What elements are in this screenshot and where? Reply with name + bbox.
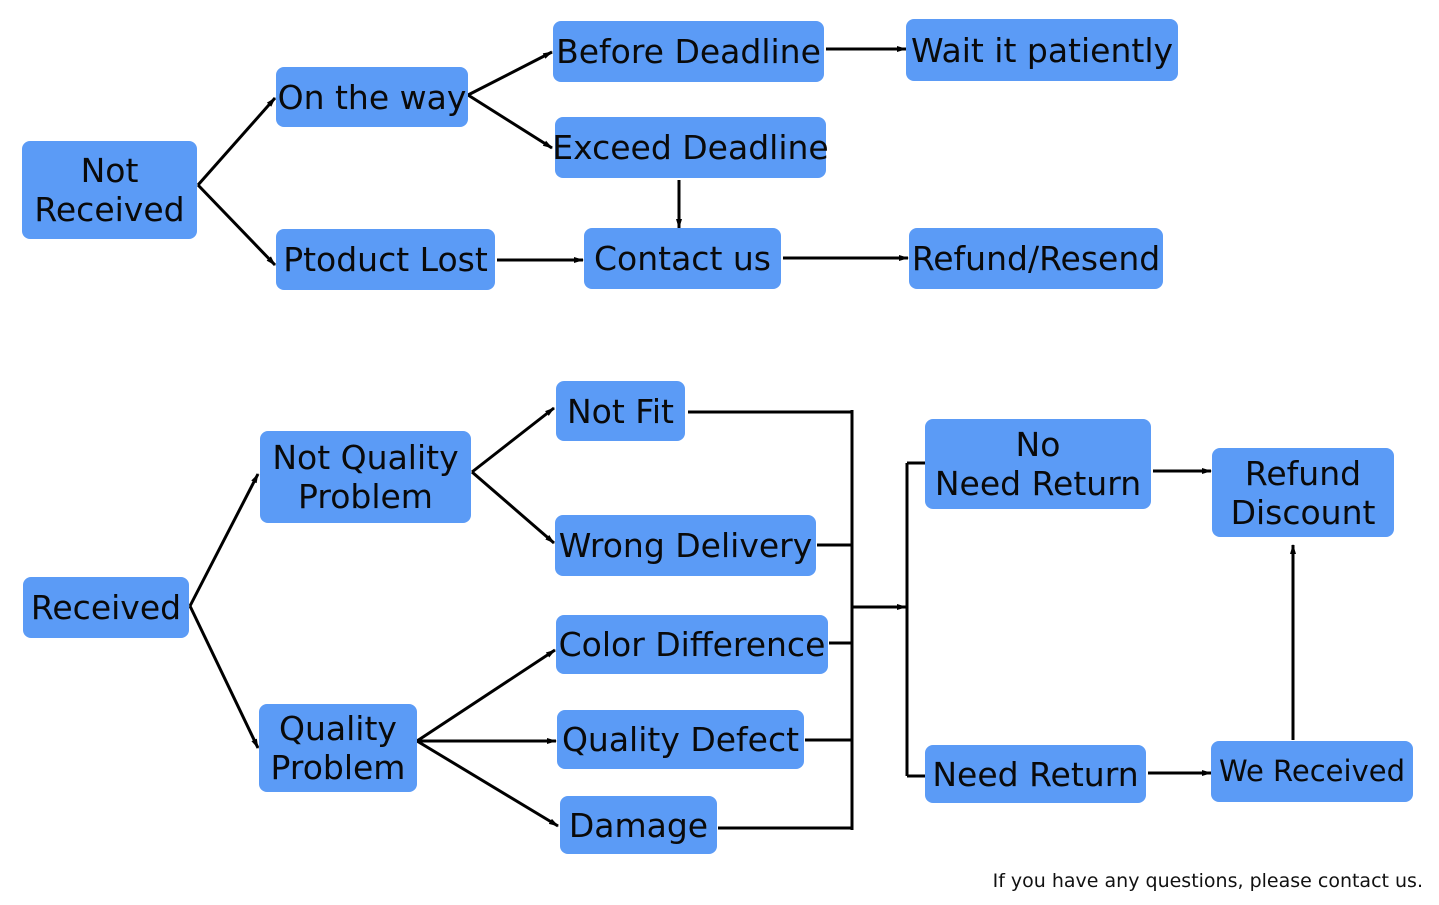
node-label-line: Problem	[270, 748, 406, 787]
node-label-line: Ptoduct Lost	[283, 240, 488, 279]
arrow-notquality-wrong	[471, 470, 555, 545]
node-label-line: Not	[80, 151, 139, 190]
node-not-received: Not Received	[22, 141, 197, 239]
node-not-fit: Not Fit	[556, 381, 685, 441]
arrow-received-notquality	[188, 473, 260, 607]
arrow-ontheway-exceed	[467, 93, 553, 150]
node-label-line: Before Deadline	[556, 32, 821, 71]
node-before-deadline: Before Deadline	[553, 21, 824, 82]
node-label-line: Not Quality	[272, 438, 459, 477]
node-need-return: Need Return	[925, 745, 1146, 803]
node-label-line: Refund/Resend	[911, 239, 1161, 278]
node-damage: Damage	[560, 796, 717, 854]
arrow-received-quality	[188, 605, 260, 749]
node-quality-problem: Quality Problem	[259, 704, 417, 792]
arrow-notreceived-ontheway	[196, 97, 277, 186]
node-label-line: Contact us	[594, 239, 771, 278]
node-we-received: We Received	[1211, 741, 1413, 802]
node-label-line: Refund	[1244, 453, 1362, 493]
arrow-quality-color	[416, 648, 556, 743]
footer-contact-note: If you have any questions, please contac…	[992, 870, 1423, 892]
node-label-line: Quality	[279, 709, 397, 748]
node-label-line: Received	[30, 588, 182, 627]
node-product-lost: Ptoduct Lost	[276, 229, 495, 290]
node-wait-patiently: Wait it patiently	[906, 19, 1178, 81]
node-exceed-deadline: Exceed Deadline	[552, 117, 829, 178]
node-wrong-delivery: Wrong Delivery	[555, 515, 816, 576]
node-label-line: Quality Defect	[561, 720, 800, 759]
node-label-line: We Received	[1219, 754, 1405, 788]
node-label-line: Exceed Deadline	[552, 128, 829, 167]
arrow-notquality-notfit	[471, 406, 555, 474]
node-label-line: Need Return	[932, 754, 1139, 794]
node-label-line: Wait it patiently	[910, 30, 1174, 70]
node-refund-discount: Refund Discount	[1212, 448, 1394, 537]
node-label-line: Not Fit	[567, 391, 674, 431]
node-color-difference: Color Difference	[556, 615, 828, 674]
arrow-notreceived-productlost	[196, 183, 277, 267]
node-label-line: Wrong Delivery	[558, 526, 813, 565]
arrow-quality-damage	[416, 739, 559, 828]
node-received: Received	[23, 577, 189, 638]
node-contact-us: Contact us	[584, 228, 781, 289]
node-label-line: No	[1015, 425, 1061, 464]
node-label-line: Discount	[1230, 492, 1376, 532]
node-label-line: Need Return	[934, 464, 1142, 503]
node-label-line: On the way	[277, 77, 467, 117]
node-label-line: Damage	[568, 805, 709, 845]
node-not-quality-problem: Not Quality Problem	[260, 431, 471, 523]
node-refund-resend: Refund/Resend	[909, 228, 1163, 289]
node-label-line: Color Difference	[558, 625, 826, 664]
node-label-line: Received	[34, 190, 185, 229]
arrow-ontheway-before	[467, 50, 553, 97]
node-label-line: Problem	[298, 477, 433, 516]
node-on-the-way: On the way	[276, 67, 468, 127]
node-quality-defect: Quality Defect	[557, 710, 804, 769]
node-no-need-return: No Need Return	[925, 419, 1151, 509]
